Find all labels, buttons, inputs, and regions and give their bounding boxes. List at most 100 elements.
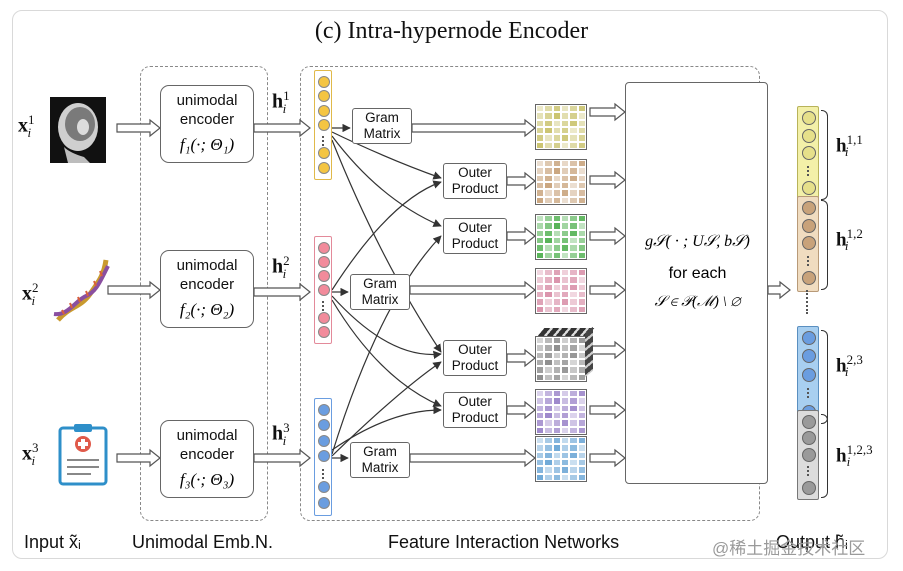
grid-cell: [552, 366, 561, 374]
grid-cell: [544, 112, 553, 120]
embedding-caption: Unimodal Emb.N.: [132, 532, 274, 552]
output-label-3: h2,3i: [836, 352, 863, 380]
grid-cell: [577, 419, 586, 427]
embedding-label-3: h3i: [272, 420, 290, 448]
connection-line: [331, 180, 442, 291]
output-label-4: h1,2,3i: [836, 442, 873, 470]
grid-cell: [544, 437, 553, 445]
output-brace: [821, 330, 828, 424]
grid-cell: [560, 276, 570, 284]
grid-cell: [569, 359, 578, 367]
grid-cell: [577, 244, 586, 252]
hollow-arrow: [506, 171, 536, 191]
outer-product-grid-4: [535, 389, 587, 435]
grid-cell: [544, 366, 553, 374]
grid-cell: [560, 244, 570, 252]
vector-element: [802, 128, 816, 143]
input-label-2: x2i: [22, 280, 39, 308]
grid-cell: [536, 276, 545, 284]
grid-cell: [569, 244, 578, 252]
grid-cell: [536, 174, 545, 182]
grid-cell: [536, 160, 545, 168]
connection-line: [331, 235, 442, 455]
grid-cell: [544, 466, 553, 474]
encoder-label: unimodal: [176, 92, 238, 109]
grid-cell: [577, 237, 586, 245]
hollow-arrow: [589, 448, 626, 468]
vector-element: [802, 111, 816, 125]
grid-cell: [536, 412, 545, 420]
vector-ellipsis: [807, 466, 811, 477]
grid-cell: [552, 167, 561, 175]
grid-cell: [569, 466, 578, 474]
grid-cell: [536, 244, 545, 252]
vector-element: [802, 349, 816, 364]
connection-line: [331, 405, 442, 451]
grid-cell: [560, 112, 570, 120]
hollow-arrow: [506, 226, 536, 246]
grid-cell: [552, 351, 561, 359]
grid-cell: [536, 366, 545, 374]
vector-element: [802, 447, 816, 462]
grid-cell: [544, 215, 553, 223]
grid-cell: [552, 276, 561, 284]
grid-cell: [536, 291, 545, 299]
grid-cell: [536, 141, 545, 149]
grid-cell: [536, 229, 545, 237]
grid-cell: [536, 337, 545, 345]
grid-cell: [577, 251, 586, 259]
vector-element: [318, 242, 330, 254]
fusion-for-each: for each: [668, 265, 727, 282]
grid-cell: [552, 419, 561, 427]
output-vector-2: [797, 196, 819, 292]
hollow-arrow: [589, 226, 626, 246]
hollow-arrow: [253, 448, 311, 468]
vector-element: [318, 450, 330, 463]
grid-cell: [569, 373, 578, 381]
grid-cell: [536, 189, 545, 197]
grid-cell: [560, 134, 570, 142]
hollow-arrow: [589, 102, 626, 122]
vector-ellipsis: [807, 255, 811, 266]
encoder-function: f₂(·; Θ₂): [179, 300, 235, 319]
medical-clipboard-icon: [58, 424, 108, 486]
grid-cell: [536, 373, 545, 381]
grid-cell: [577, 134, 586, 142]
grid-cell: [536, 473, 545, 481]
grid-cell: [577, 215, 586, 223]
grid-cell: [577, 167, 586, 175]
grid-cell: [577, 473, 586, 481]
connection-line: [331, 361, 442, 457]
grid-cell: [536, 222, 545, 230]
vector-element: [802, 367, 816, 382]
encoder-label: unimodal: [176, 427, 238, 444]
vector-element: [318, 161, 330, 174]
vector-element: [802, 218, 816, 233]
grid-cell: [560, 167, 570, 175]
hollow-arrow: [411, 118, 536, 138]
grid-cell: [544, 269, 553, 277]
grid-cell: [552, 269, 561, 277]
grid-cell: [569, 119, 578, 127]
grid-cell: [560, 397, 570, 405]
vector-element: [318, 256, 330, 268]
grid-cell: [560, 251, 570, 259]
grid-cell: [560, 351, 570, 359]
grid-cell: [544, 404, 553, 412]
grid-cell: [569, 134, 578, 142]
grid-cell: [569, 390, 578, 398]
output-label-1: h1,1i: [836, 132, 863, 160]
vector-container: [314, 398, 332, 516]
vector-element: [802, 181, 816, 196]
connection-line: [331, 135, 442, 227]
grid-cell: [544, 459, 553, 467]
grid-cell: [577, 298, 586, 306]
grid-cell: [577, 373, 586, 381]
grid-cell: [544, 412, 553, 420]
grid-cell: [552, 390, 561, 398]
grid-cell: [552, 160, 561, 168]
